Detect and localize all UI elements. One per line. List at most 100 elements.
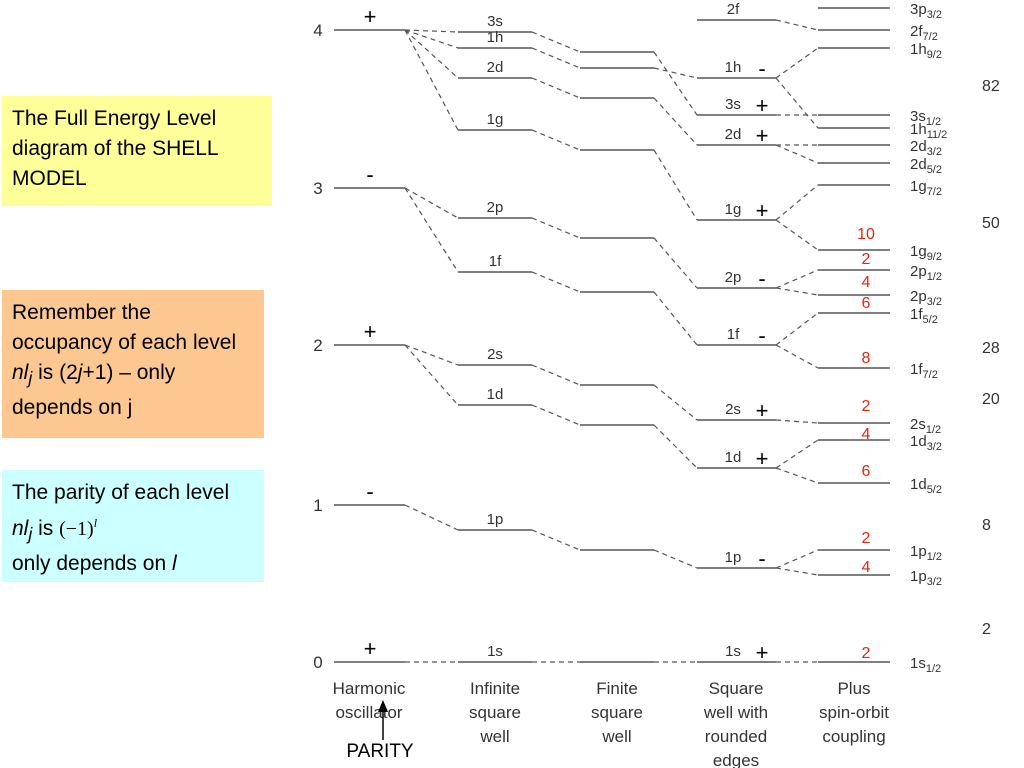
ho-level-number: 0	[313, 653, 322, 672]
magic-number: 2	[982, 621, 991, 638]
isw-level-label: 1h	[487, 29, 504, 46]
parity-formula-exponent: l	[93, 516, 98, 530]
rsw-level-label: 2f	[727, 1, 740, 18]
isw-level-label: 2p	[487, 199, 504, 216]
rsw-so-connector	[775, 439, 819, 469]
so-level-nl: 1p	[910, 543, 927, 560]
rsw-so-connector	[775, 219, 819, 251]
ho-level-number: 1	[313, 496, 322, 515]
isw-level-label: 2s	[487, 346, 503, 363]
so-level-j: 3/2	[927, 576, 942, 588]
rsw-level-label: 1g	[725, 201, 742, 218]
ho-isw-connector	[404, 344, 459, 406]
note-parity-text-1: The parity of each level	[12, 481, 230, 504]
ho-isw-connector	[404, 29, 459, 131]
parity-pointer: PARITY	[346, 700, 414, 762]
so-level-nl: 1h	[910, 41, 927, 58]
so-level-j: 1/2	[926, 116, 941, 128]
note-parity-sub: j	[28, 524, 33, 545]
rsw-so-connector	[775, 19, 819, 31]
column-label-line: rounded	[705, 727, 767, 746]
so-level-j: 9/2	[927, 251, 942, 263]
isw-level-label: 2d	[487, 59, 504, 76]
ho-isw-connector	[404, 29, 459, 49]
rsw-level-label: 1p	[725, 549, 742, 566]
column-label-line: square	[591, 703, 643, 722]
column-label-line: square	[469, 703, 521, 722]
so-level-label: 1f5/2	[910, 306, 938, 326]
so-level-label: 3s1/2	[910, 108, 941, 128]
so-level-label: 2p1/2	[910, 263, 942, 283]
rsw-level-label: 2p	[725, 269, 742, 286]
so-level-label: 1f7/2	[910, 361, 938, 381]
so-level-j: 9/2	[927, 49, 942, 61]
so-level-j: 5/2	[923, 314, 938, 326]
ho-isw-connector	[404, 504, 459, 531]
column-labels: HarmonicoscillatorInfinitesquarewellFini…	[333, 679, 890, 768]
column-label-line: oscillator	[335, 703, 402, 722]
occupancy-number: 4	[862, 274, 871, 291]
note-occupancy-text-3: +1) – only depends on j	[12, 361, 176, 420]
parity-formula: (−1)	[59, 518, 94, 540]
column-label-line: well	[601, 727, 631, 746]
isw-fsw-connector	[531, 271, 581, 293]
fsw-rsw-connector	[653, 384, 698, 421]
so-level-j: 1/2	[926, 663, 941, 675]
occupancy-number: 4	[862, 559, 871, 576]
so-level-label: 1g9/2	[910, 243, 942, 263]
rsw-so-connector	[775, 287, 819, 296]
so-level-label: 2d5/2	[910, 156, 942, 176]
rsw-parity-sign: -	[758, 56, 765, 81]
rsw-so-connector	[775, 184, 819, 221]
column-label-line: well	[479, 727, 509, 746]
so-level-label: 1p1/2	[910, 543, 942, 563]
so-level-j: 1/2	[927, 551, 942, 563]
ho-isw-connector	[404, 187, 459, 273]
so-level-nl: 1s	[910, 655, 926, 672]
so-level-label: 1g7/2	[910, 178, 942, 198]
so-level-nl: 2f	[910, 23, 923, 40]
isw-level-label: 1g	[487, 111, 504, 128]
rsw-level-label: 3s	[725, 96, 741, 113]
level-lines	[334, 7, 890, 663]
isw-fsw-connector	[531, 217, 581, 239]
so-level-j: 3/2	[927, 146, 942, 158]
fsw-rsw-connector	[653, 424, 698, 469]
so-level-label: 1h11/2	[910, 121, 947, 141]
so-level-nl: 2p	[910, 263, 927, 280]
rsw-so-connector	[775, 567, 819, 576]
rsw-parity-sign: -	[758, 323, 765, 348]
rsw-so-connector	[775, 47, 819, 79]
column-label-line: Square	[709, 679, 764, 698]
so-level-nl: 2d	[910, 138, 927, 155]
occupancy-number: 2	[862, 645, 871, 662]
isw-level-label: 1p	[487, 511, 504, 528]
note-occupancy-text-2: is (2	[32, 361, 78, 384]
so-level-nl: 2p	[910, 288, 927, 305]
isw-level-label: 1f	[489, 253, 502, 270]
rsw-so-connector	[775, 269, 819, 289]
rsw-parity-sign: -	[758, 266, 765, 291]
so-level-j: 11/2	[927, 129, 948, 141]
ho-parity-sign: +	[364, 319, 377, 344]
rsw-parity-sign: +	[756, 198, 769, 223]
ho-isw-connector	[404, 29, 459, 79]
level-labels: 4+3-2+1-0+3s1h2d1g2p1f2s1d1p1s2f1h-3s+2d…	[313, 1, 1000, 675]
so-level-nl: 1d	[910, 433, 927, 450]
so-level-nl: 3s	[910, 108, 926, 125]
occupancy-number: 8	[862, 350, 871, 367]
so-level-nl: 1g	[910, 178, 927, 195]
rsw-level-label: 2d	[725, 126, 742, 143]
ho-isw-connector	[404, 29, 459, 33]
so-level-label: 3p3/2	[910, 1, 942, 21]
so-level-j: 3/2	[927, 9, 942, 21]
isw-fsw-connector	[531, 31, 581, 53]
so-level-nl: 1f	[910, 306, 923, 323]
column-label-line: well with	[703, 703, 768, 722]
column-label-line: Infinite	[470, 679, 520, 698]
isw-fsw-connector	[531, 129, 581, 151]
rsw-level-label: 1s	[725, 643, 741, 660]
isw-fsw-connector	[531, 364, 581, 386]
so-level-j: 1/2	[927, 271, 942, 283]
note-parity: The parity of each level nlj is (−1)l on…	[2, 470, 264, 582]
